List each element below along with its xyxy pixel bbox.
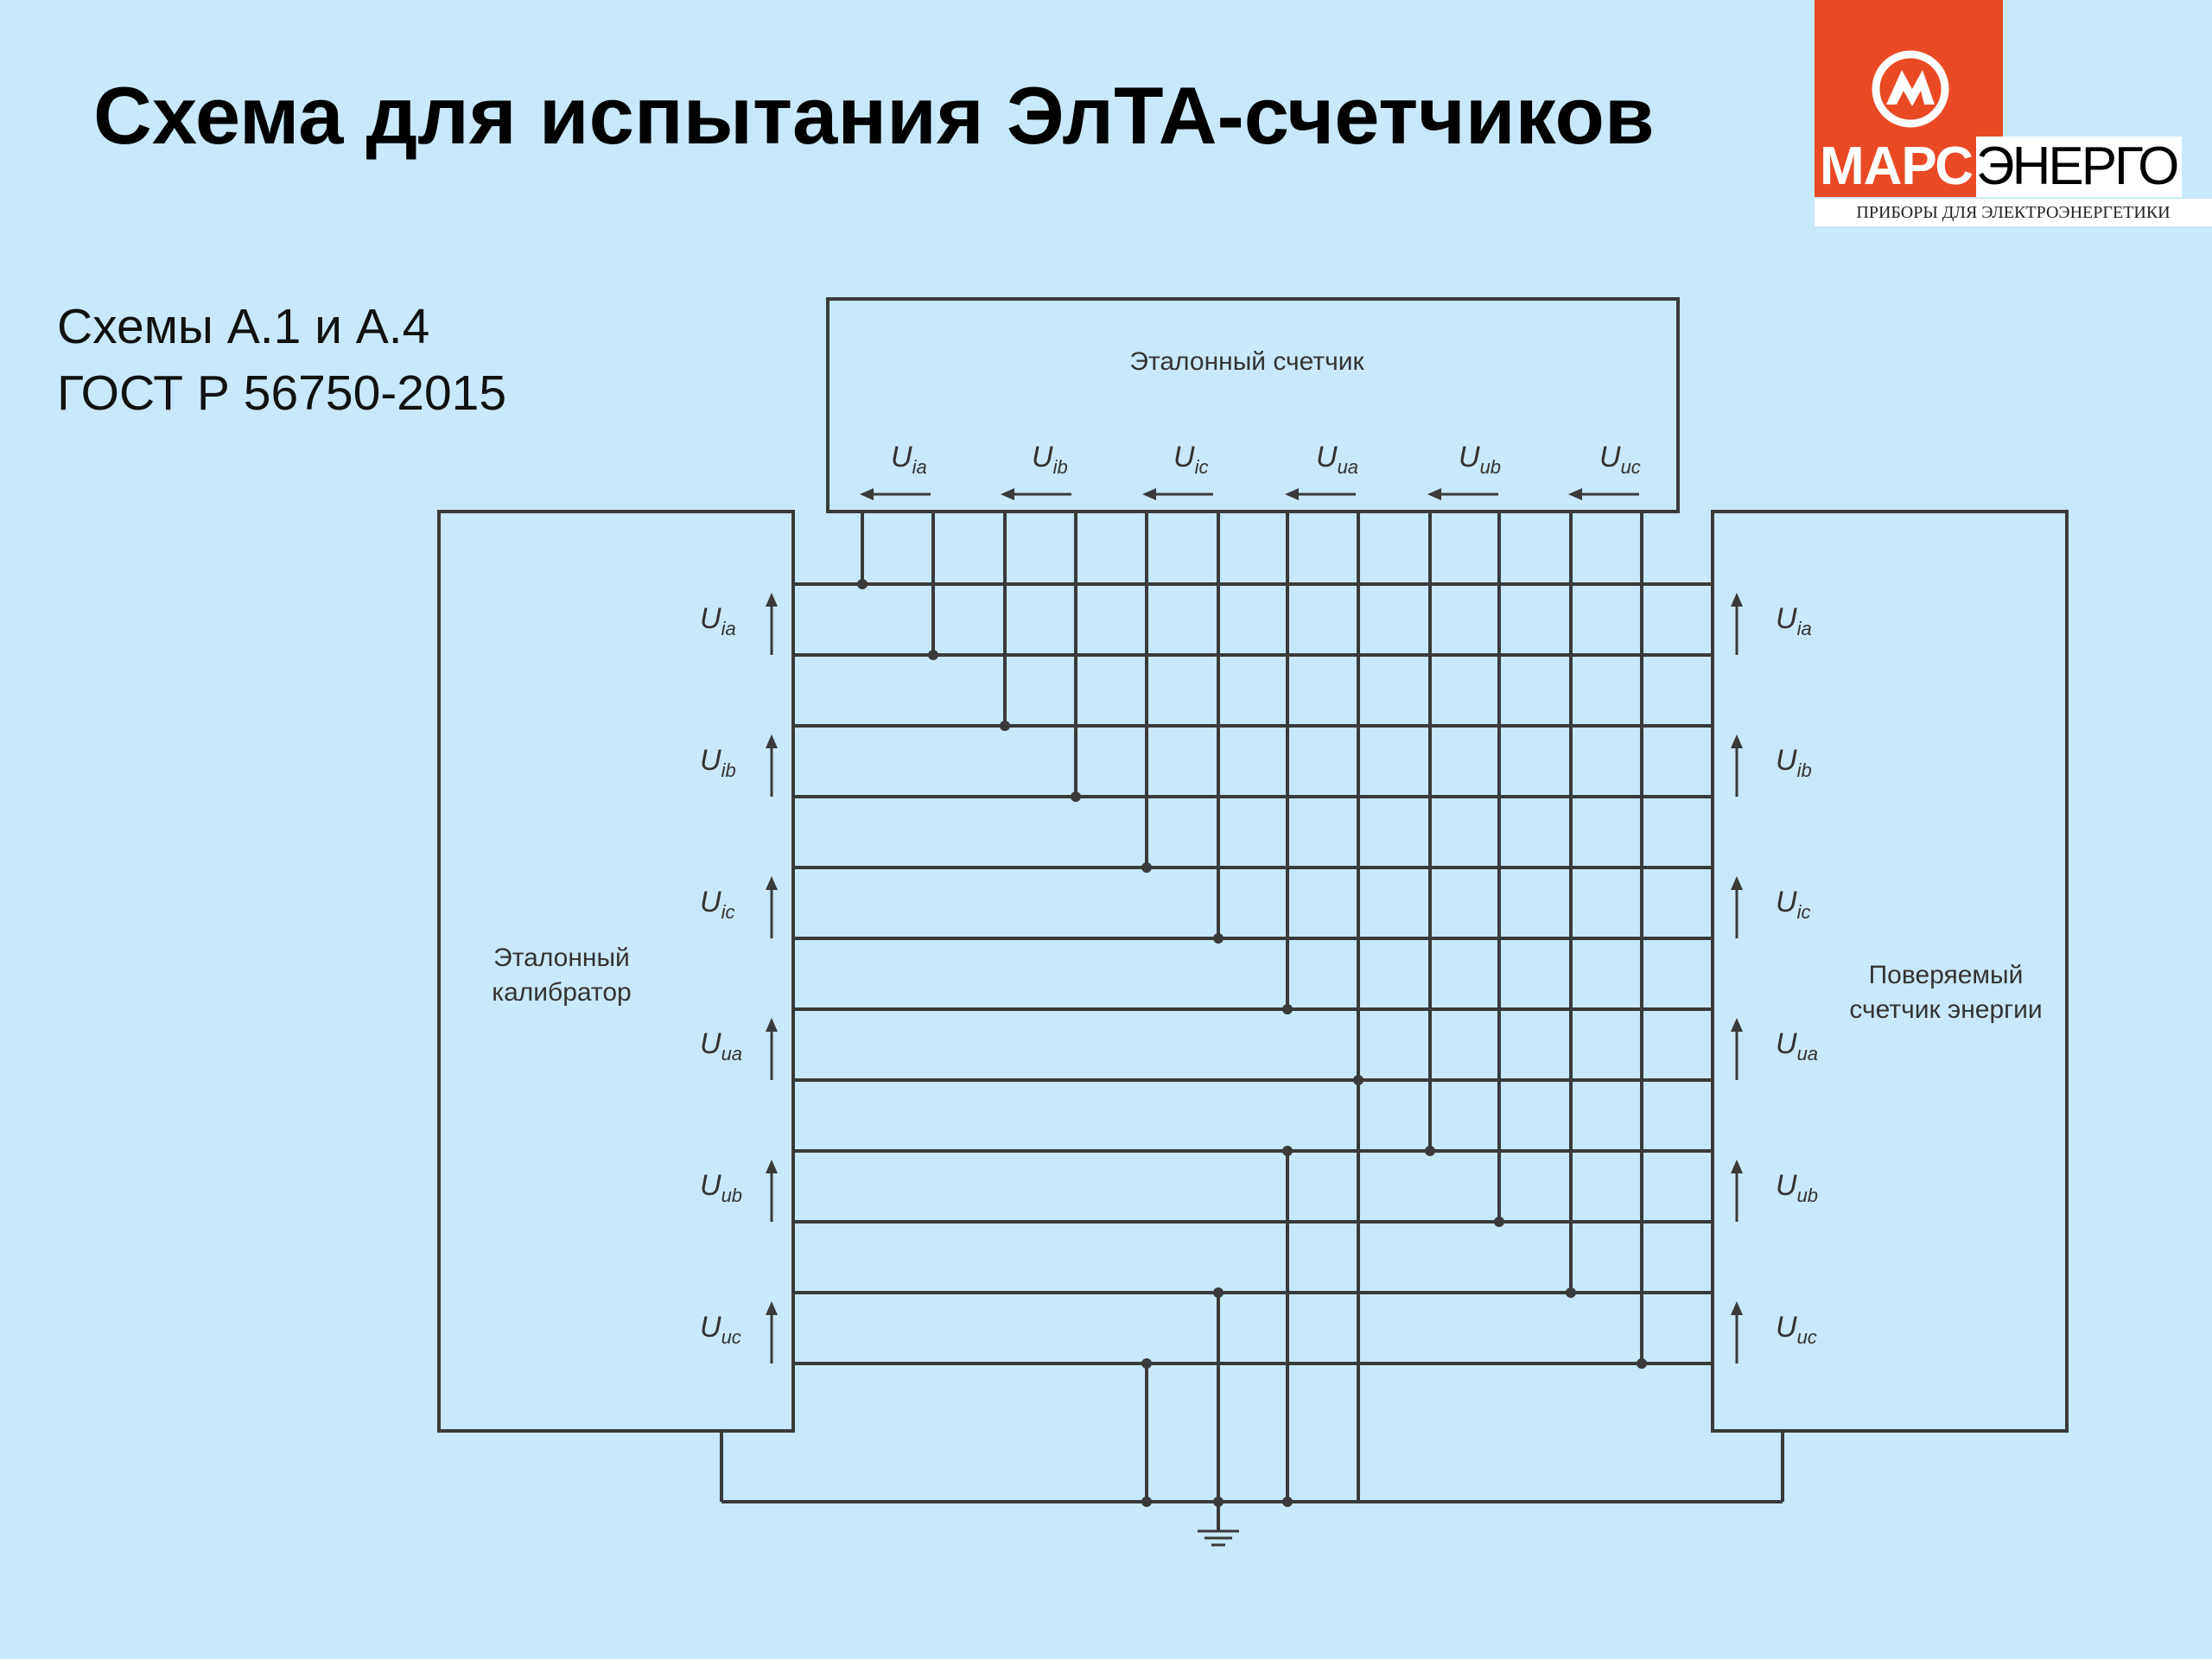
reference-meter-box [826,297,1680,513]
meter-channel-label-ua: Uua [1776,1027,1818,1065]
calibrator-label-line-2: калибратор [492,978,631,1007]
calibrator-arrow-ua-head [766,1018,778,1032]
reference-channel-label-ia: Uia [891,441,927,478]
junction-tap-4 [1071,791,1081,802]
meter-channel-label-ub: Uub [1776,1169,1818,1206]
meter-under-test-box [1711,510,2069,1433]
junction-tap-1 [857,579,868,589]
reference-arrow-ua-head [1285,488,1299,500]
junction-tap-8 [1353,1075,1363,1085]
reference-channel-label-ic: Uic [1173,441,1208,478]
meter-under-test-label-line-2: счетчик энергии [1849,995,2042,1024]
ground-junction-2 [1213,1287,1224,1298]
subtitle-line-1: Схемы А.1 и А.4 [57,299,430,354]
reference-channel-label-ub: Uub [1459,441,1501,478]
meter-channel-label-ib: Uib [1776,744,1812,781]
meter-channel-label-ic: Uic [1776,886,1810,923]
calibrator-channel-label-ib: Uib [700,744,736,781]
ground-junction-1 [1141,1358,1152,1369]
meter-arrow-uc-head [1731,1301,1743,1315]
meter-arrow-ia-head [1731,593,1743,607]
calibrator-arrow-ia-head [766,593,778,607]
calibrator-channel-label-ub: Uub [700,1169,742,1206]
reference-arrow-ub-head [1427,488,1441,500]
meter-under-test-label-line-1: Поверяемый [1869,961,2024,989]
junction-tap-10 [1494,1217,1504,1227]
calibrator-box [437,510,795,1433]
calibrator-channel-label-ia: Uia [700,602,736,639]
reference-arrow-ic-head [1142,488,1156,500]
reference-channel-label-ua: Uua [1316,441,1358,478]
logo-tagline: ПРИБОРЫ ДЛЯ ЭЛЕКТРОЭНЕРГЕТИКИ [1815,199,2212,226]
calibrator-arrow-uc-head [766,1301,778,1315]
junction-tap-3 [1000,721,1010,731]
reference-channel-label-ib: Uib [1032,441,1068,478]
logo-brand-black: ЭНЕРГО [1976,137,2183,197]
calibrator-channel-label-uc: Uuc [700,1311,741,1348]
meter-channel-label-uc: Uuc [1776,1311,1817,1348]
reference-arrow-ia-head [860,488,874,500]
junction-tap-2 [928,650,938,660]
ground-junction-6 [1282,1497,1293,1507]
junction-tap-12 [1637,1358,1647,1369]
reference-meter-label: Эталонный счетчик [1129,347,1364,376]
meter-arrow-ub-head [1731,1160,1743,1173]
meter-arrow-ic-head [1731,876,1743,890]
calibrator-arrow-ic-head [766,876,778,890]
slide-title: Схема для испытания ЭлТА-счетчиков [93,70,1655,161]
ground-junction-4 [1141,1497,1152,1507]
calibrator-channel-label-ic: Uic [700,886,734,923]
calibrator-arrow-ib-head [766,734,778,748]
subtitle-line-2: ГОСТ Р 56750-2015 [57,365,507,421]
meter-arrow-ib-head [1731,734,1743,748]
junction-tap-7 [1282,1004,1293,1014]
logo-brand-red: МАРС [1815,137,1977,197]
slide-subtitle: Схемы А.1 и А.4 ГОСТ Р 56750-2015 [57,294,506,427]
ground-junction-3 [1282,1146,1293,1156]
company-logo: МАРСЭНЕРГО ПРИБОРЫ ДЛЯ ЭЛЕКТРОЭНЕРГЕТИКИ [1815,0,2212,226]
calibrator-channel-label-ua: Uua [700,1027,742,1065]
meter-arrow-ua-head [1731,1018,1743,1032]
meter-channel-label-ia: Uia [1776,602,1812,639]
marsenergo-emblem-icon [1872,50,1949,128]
reference-arrow-uc-head [1568,488,1582,500]
reference-channel-label-uc: Uuc [1599,441,1641,478]
junction-tap-5 [1141,862,1152,873]
junction-tap-9 [1425,1146,1435,1156]
junction-tap-11 [1566,1287,1576,1298]
logo-wordmark: МАРСЭНЕРГО [1815,137,2212,197]
calibrator-label-line-1: Эталонный [493,944,630,972]
junction-tap-6 [1213,933,1224,944]
calibrator-arrow-ub-head [766,1160,778,1173]
reference-arrow-ib-head [1001,488,1014,500]
